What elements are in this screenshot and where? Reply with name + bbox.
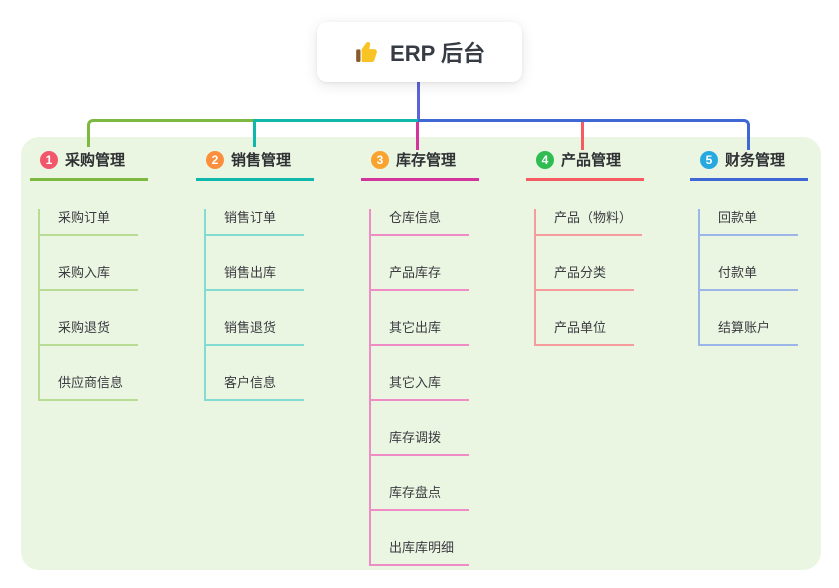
child-item[interactable]: 产品库存 (371, 264, 469, 291)
branch-1: 1 采购管理 采购订单采购入库采购退货供应商信息 (30, 146, 148, 401)
child-item[interactable]: 采购退货 (40, 319, 138, 346)
branch-5-label: 财务管理 (725, 152, 786, 169)
branch-3-children: 仓库信息产品库存其它出库其它入库库存调拨库存盘点出库库明细 (369, 209, 469, 566)
child-item[interactable]: 库存调拨 (371, 429, 469, 456)
branch-2-title[interactable]: 2 销售管理 (196, 146, 314, 181)
branch-4-children: 产品（物料） 产品分类产品单位 (534, 209, 643, 346)
branch-3-title[interactable]: 3 库存管理 (361, 146, 479, 181)
branch-5-title[interactable]: 5 财务管理 (690, 146, 808, 181)
child-item[interactable]: 产品（物料） (536, 209, 643, 236)
child-item[interactable]: 产品单位 (536, 319, 634, 346)
branch-2-children: 销售订单销售出库销售退货客户信息 (204, 209, 304, 401)
branch-3-connector-line (416, 122, 419, 150)
child-item[interactable]: 库存盘点 (371, 484, 469, 511)
child-item[interactable]: 付款单 (700, 264, 798, 291)
branch-4: 4 产品管理 产品（物料） 产品分类产品单位 (526, 146, 644, 346)
branch-1-badge: 1 (40, 150, 58, 169)
child-item[interactable]: 销售退货 (206, 319, 304, 346)
branch-2-label: 销售管理 (231, 152, 292, 169)
child-item[interactable]: 供应商信息 (40, 374, 138, 401)
child-item[interactable]: 结算账户 (700, 319, 798, 346)
branch-5-badge: 5 (700, 150, 718, 169)
branch-4-connector-line (581, 122, 584, 150)
child-item[interactable]: 采购订单 (40, 209, 138, 236)
branch-2-badge: 2 (206, 150, 224, 169)
branch-5-children: 回款单付款单结算账户 (698, 209, 798, 346)
child-item[interactable]: 销售订单 (206, 209, 304, 236)
child-item[interactable]: 其它入库 (371, 374, 469, 401)
branch-4-badge: 4 (536, 150, 554, 169)
branch-5: 5 财务管理 回款单付款单结算账户 (690, 146, 808, 346)
root-node[interactable]: ERP 后台 (317, 22, 522, 82)
branch-2-connector-line (253, 119, 418, 147)
child-item[interactable]: 回款单 (700, 209, 798, 236)
thumbs-up-icon (354, 39, 380, 65)
child-item[interactable]: 产品分类 (536, 264, 634, 291)
branch-3-badge: 3 (371, 150, 389, 169)
branch-1-connector-line (87, 119, 253, 147)
root-title: ERP 后台 (390, 41, 485, 66)
branch-2: 2 销售管理 销售订单销售出库销售退货客户信息 (196, 146, 314, 401)
branch-3-label: 库存管理 (396, 152, 457, 169)
branch-1-children: 采购订单采购入库采购退货供应商信息 (38, 209, 138, 401)
branch-4-title[interactable]: 4 产品管理 (526, 146, 644, 181)
branch-5-connector-line (418, 119, 750, 150)
branch-3: 3 库存管理 仓库信息产品库存其它出库其它入库库存调拨库存盘点出库库明细 (361, 146, 479, 566)
child-item[interactable]: 销售出库 (206, 264, 304, 291)
child-item[interactable]: 出库库明细 (371, 539, 469, 566)
child-item[interactable]: 仓库信息 (371, 209, 469, 236)
branch-4-label: 产品管理 (561, 152, 622, 169)
branch-1-title[interactable]: 1 采购管理 (30, 146, 148, 181)
child-item[interactable]: 采购入库 (40, 264, 138, 291)
child-item[interactable]: 客户信息 (206, 374, 304, 401)
child-item[interactable]: 其它出库 (371, 319, 469, 346)
branches-panel (21, 137, 821, 570)
branch-1-label: 采购管理 (65, 152, 126, 169)
root-connector-line (417, 82, 420, 122)
